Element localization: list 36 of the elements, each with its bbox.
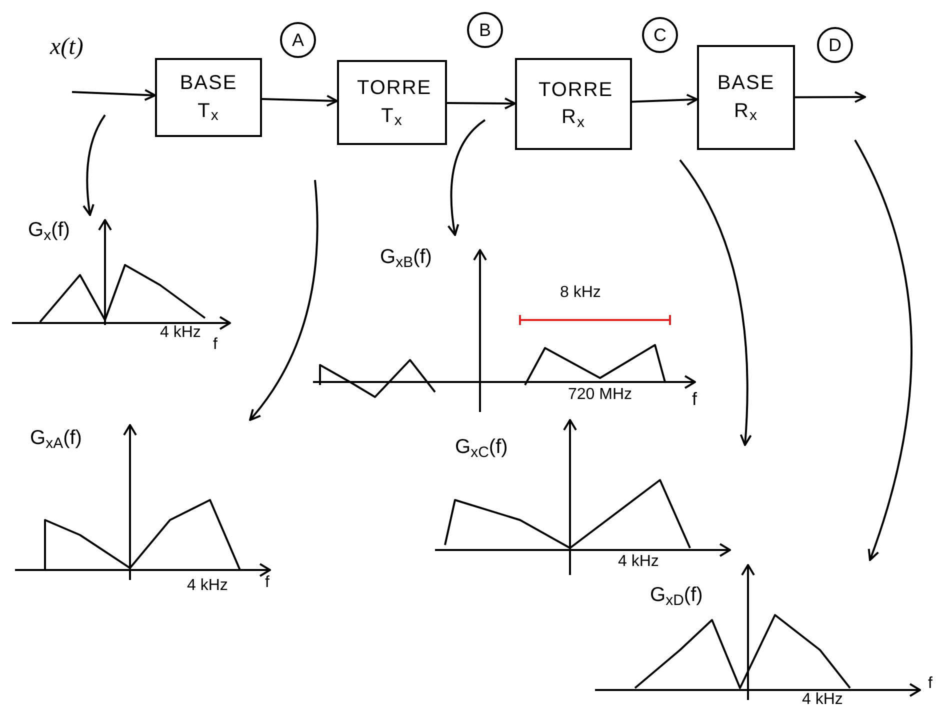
signal-label: x(t) — [50, 35, 84, 59]
frequency-label: 4 kHz — [618, 554, 659, 570]
arrow — [72, 88, 156, 101]
axis-label: f — [213, 337, 218, 353]
axis-label: f — [265, 575, 270, 591]
frequency-label: 4 kHz — [187, 578, 228, 594]
frequency-label: 4 kHz — [802, 692, 843, 708]
frequency-label: 720 MHz — [568, 387, 632, 403]
plot-title: G$_{xC}$(f) — [455, 437, 508, 457]
axis-label: f — [928, 676, 932, 692]
arrow — [262, 94, 338, 107]
plot-title: G$_{xB}$(f) — [380, 247, 432, 267]
plot-title: G$_{xD}$(f) — [650, 585, 703, 605]
frequency-label: 4 kHz — [160, 325, 201, 341]
point-letter: B — [478, 19, 491, 42]
arrow — [447, 97, 516, 110]
arrow — [249, 180, 318, 421]
arrow — [632, 94, 698, 106]
point-letter: C — [654, 24, 666, 47]
axis-label: f — [692, 390, 698, 408]
arrow — [448, 119, 486, 236]
block-label: BASE T$_{x}$ — [178, 71, 238, 125]
block-box — [515, 58, 632, 150]
arrow — [854, 140, 912, 561]
block-box — [155, 58, 262, 137]
arrow — [82, 114, 106, 216]
point-letter: A — [292, 29, 304, 52]
block-label: BASE R$_{x}$ — [716, 71, 776, 125]
arrow — [795, 91, 866, 104]
block-box — [697, 45, 795, 150]
frequency-label: 8 kHz — [560, 285, 601, 301]
plot-title: G$_{xA}$(f) — [30, 428, 82, 448]
point-letter: D — [828, 34, 842, 57]
plot-title: G$_{x}$(f) — [28, 220, 70, 240]
arrow — [679, 159, 752, 446]
block-box — [337, 60, 447, 145]
